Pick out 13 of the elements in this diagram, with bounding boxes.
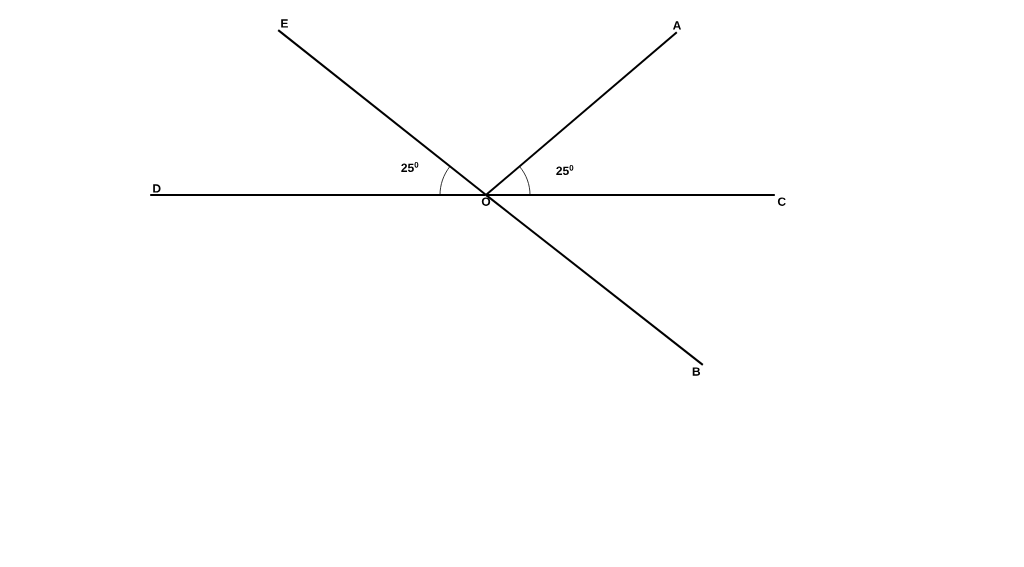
line-segment <box>485 31 678 196</box>
line-segment <box>149 194 487 196</box>
line-segment <box>277 29 487 196</box>
line-segment <box>485 194 776 196</box>
angle-label: 25$^{0}$ <box>401 161 419 172</box>
point-label: E <box>281 19 288 28</box>
angle-label: 25$^{0}$ <box>556 164 574 175</box>
point-label: O <box>481 197 491 206</box>
point-label: C <box>777 197 786 206</box>
point-label: B <box>692 367 701 376</box>
point-label: D <box>153 184 161 193</box>
point-label: A <box>673 21 681 30</box>
line-segment <box>485 194 704 366</box>
